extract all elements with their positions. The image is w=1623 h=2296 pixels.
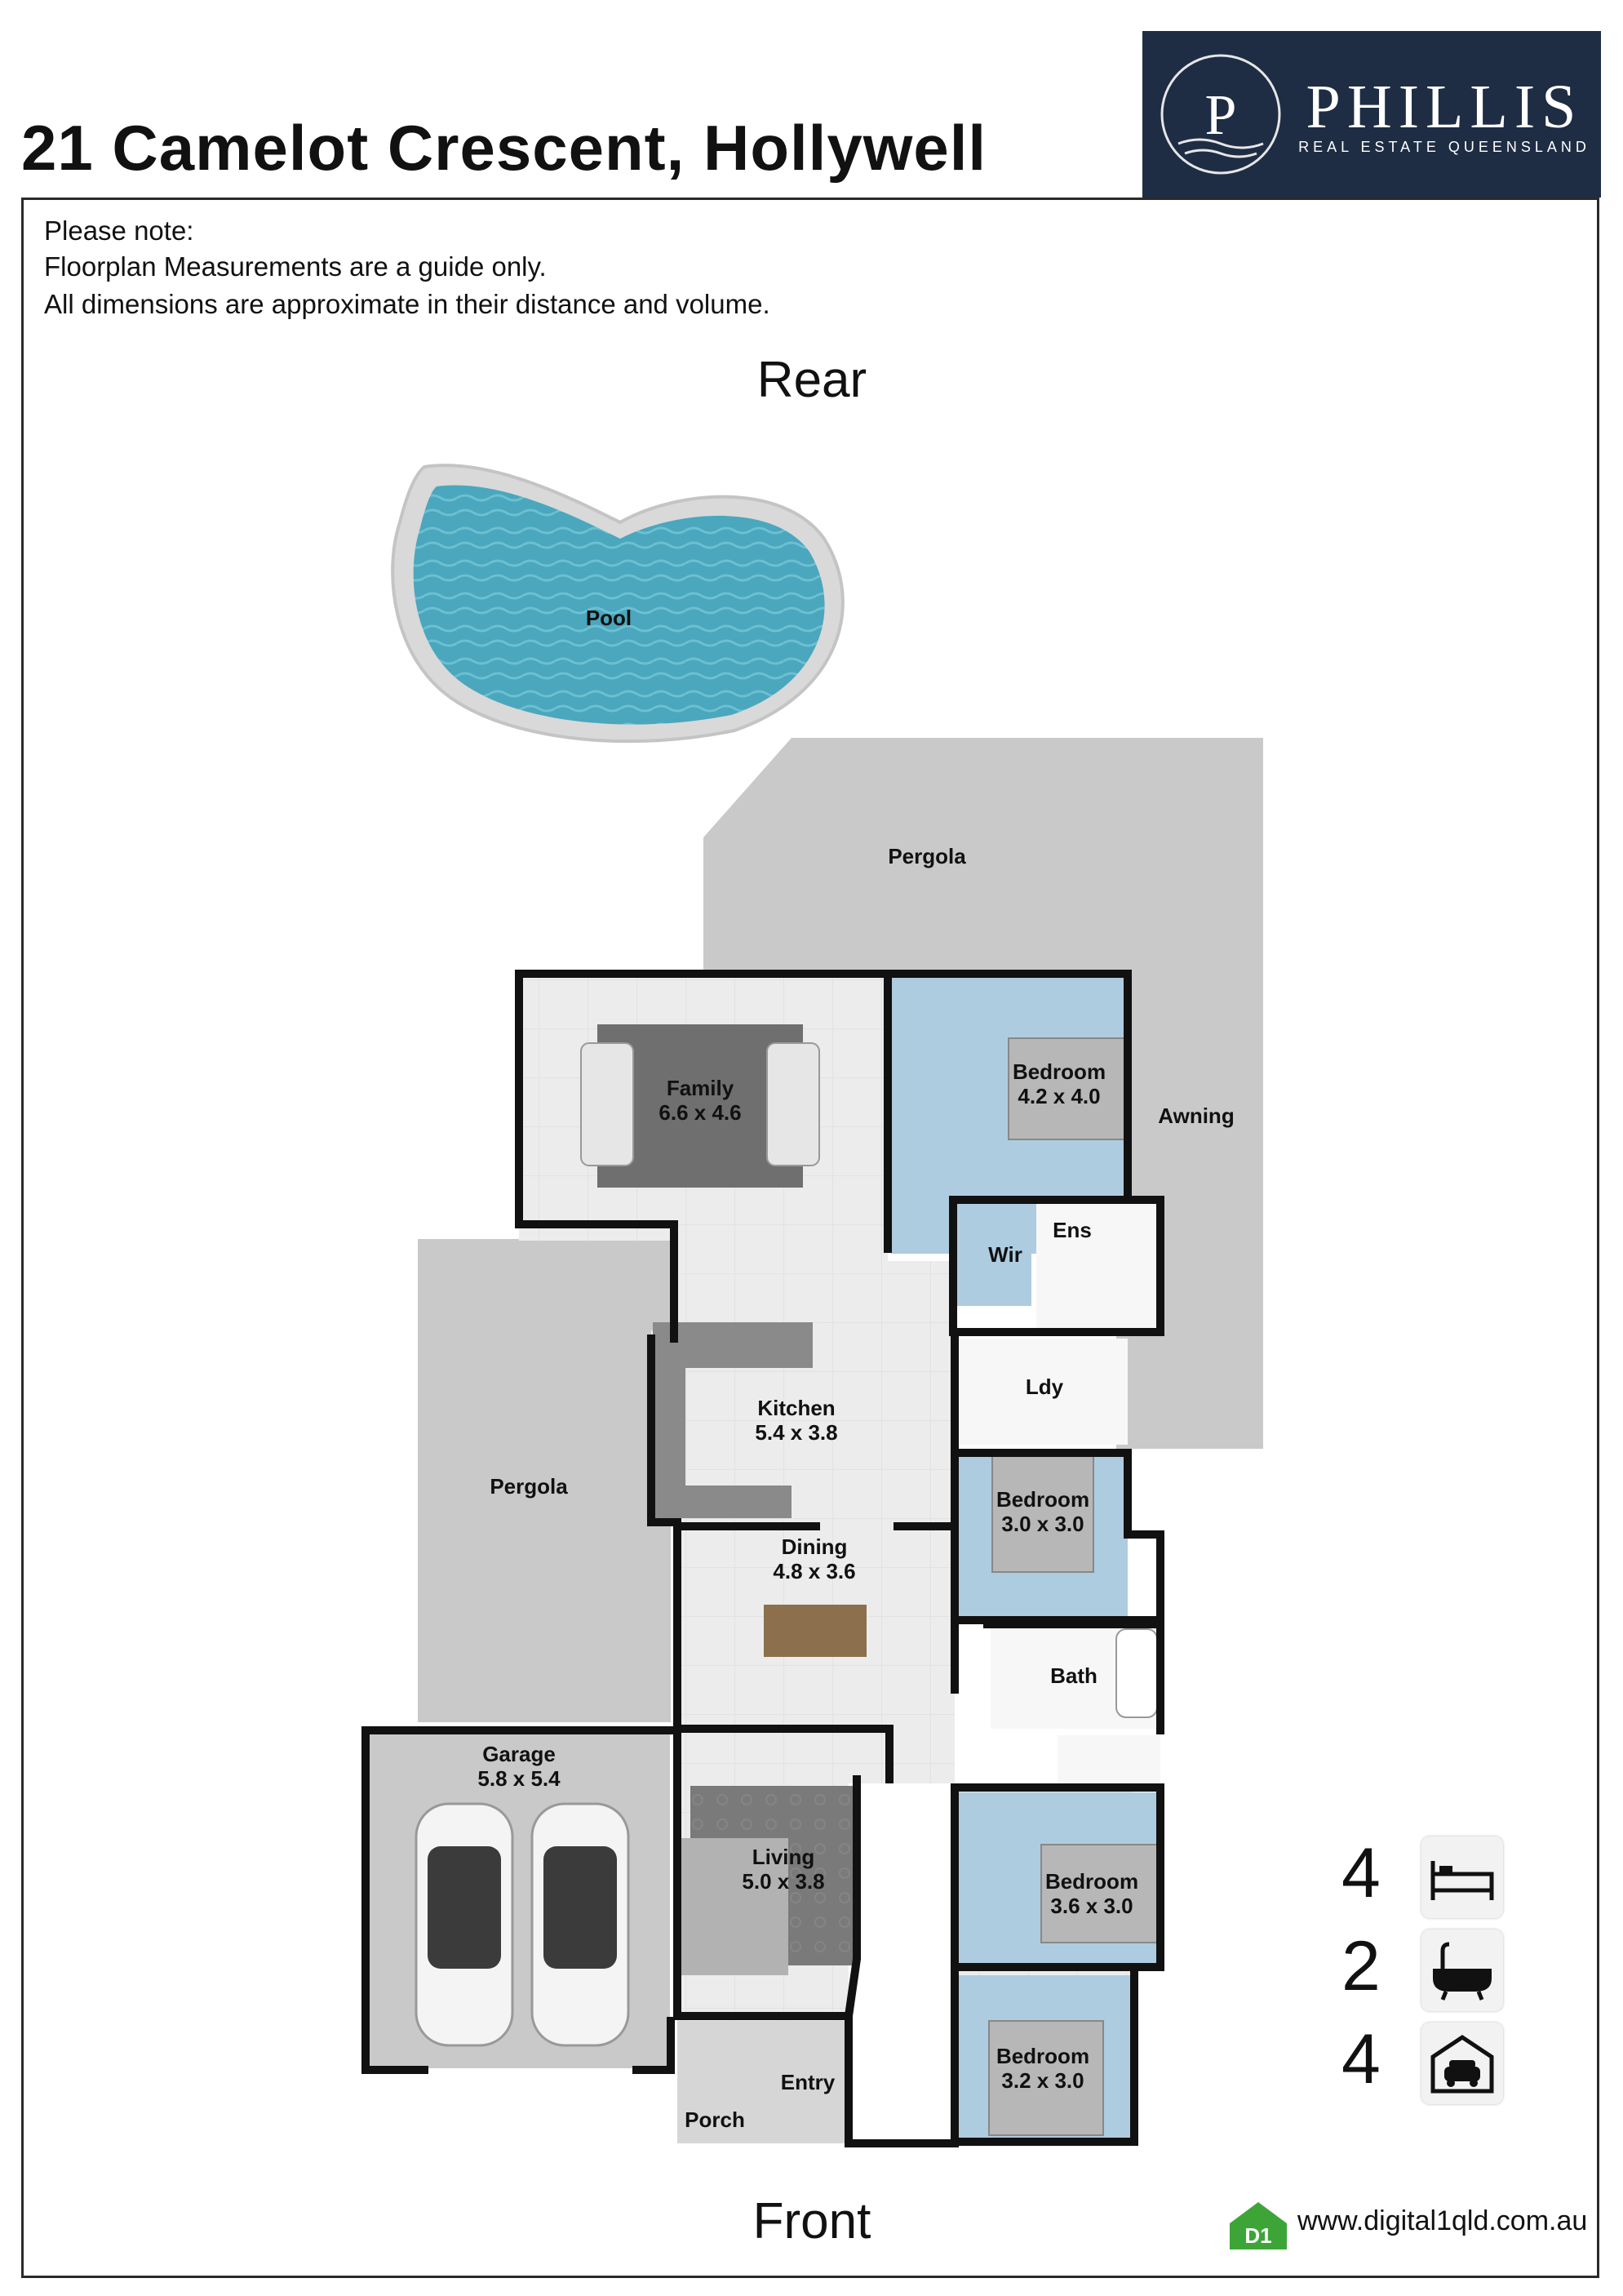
note-heading: Please note:: [44, 215, 194, 246]
bedrooms-count: 4: [1341, 1834, 1381, 1912]
entry-label: Entry: [781, 2070, 836, 2094]
kitchen-bench-bottom: [653, 1486, 792, 1518]
wall-entry: [845, 2012, 959, 2147]
living-label: Living: [752, 1845, 815, 1869]
bedroom-3-label: Bedroom: [1045, 1869, 1138, 1894]
agency-name: PHILLIS: [1306, 73, 1583, 141]
bedroom-main-label: Bedroom: [1013, 1059, 1106, 1084]
living-size: 5.0 x 3.8: [742, 1869, 824, 1894]
note-line-2: All dimensions are approximate in their …: [44, 289, 770, 319]
d1-logo-text: D1: [1244, 2223, 1271, 2248]
garage-size: 5.8 x 5.4: [477, 1766, 561, 1791]
wall-bed3: [951, 1783, 1164, 1971]
wall-ens: [949, 1196, 1164, 1336]
bedroom-2-label: Bedroom: [996, 1487, 1089, 1512]
awning-label: Awning: [1158, 1104, 1234, 1128]
agency-tagline: REAL ESTATE QUEENSLAND: [1298, 139, 1590, 155]
wir-label: Wir: [988, 1242, 1022, 1267]
pool-label: Pool: [586, 606, 632, 630]
dining-table: [764, 1605, 867, 1657]
kitchen-size: 5.4 x 3.8: [755, 1420, 837, 1445]
dining-label: Dining: [782, 1534, 848, 1559]
pergola-side-label: Pergola: [490, 1474, 568, 1499]
website-link[interactable]: www.digital1qld.com.au: [1297, 2205, 1588, 2236]
ens-area: [1036, 1203, 1159, 1330]
wall-garage: [361, 1726, 675, 2074]
d1-logo: D1: [1226, 2199, 1290, 2253]
wall-bed4: [951, 1968, 1138, 2146]
bed-4: [988, 2020, 1104, 2136]
plan-frame: [21, 198, 1599, 2278]
garage-label: Garage: [482, 1742, 556, 1766]
bed-3: [1040, 1844, 1160, 1943]
rear-label: Rear: [756, 352, 867, 408]
wall-bath: [983, 1620, 1164, 1734]
pergola-rear-label: Pergola: [888, 844, 966, 868]
wall-living: [673, 1725, 894, 2020]
front-label: Front: [752, 2193, 871, 2249]
bath-label: Bath: [1050, 1663, 1098, 1688]
bedroom-main-size: 4.2 x 4.0: [1018, 1084, 1100, 1108]
logo-initial: P: [1205, 84, 1237, 147]
kitchen-label: Kitchen: [757, 1396, 835, 1420]
bed-icon: [1421, 1836, 1503, 1918]
porch-label: Porch: [685, 2107, 745, 2132]
sofa-left: [580, 1042, 634, 1166]
bathrooms-count: 2: [1341, 1927, 1381, 2005]
bathtub-icon: [1421, 1930, 1503, 2011]
bedroom-2-size: 3.0 x 3.0: [1001, 1512, 1084, 1536]
garage-car-icon: [1421, 2023, 1503, 2104]
bedroom-3-size: 3.6 x 3.0: [1050, 1894, 1133, 1918]
wall-kitchen-left: [647, 1335, 681, 2020]
bathtub: [1115, 1628, 1158, 1718]
toilet-area: [1058, 1735, 1160, 1786]
ldy-label: Ldy: [1026, 1374, 1064, 1399]
bedroom-4-size: 3.2 x 3.0: [1001, 2068, 1084, 2093]
wall-left-upper: [515, 970, 678, 1343]
family-label: Family: [667, 1076, 734, 1100]
wir-area: [956, 1203, 1031, 1306]
agency-logo: P PHILLIS REAL ESTATE QUEENSLAND: [1142, 31, 1601, 198]
dining-size: 4.8 x 3.6: [773, 1559, 855, 1583]
ens-label: Ens: [1053, 1218, 1092, 1242]
family-size: 6.6 x 4.6: [659, 1100, 741, 1125]
sofa-right: [766, 1042, 820, 1166]
living-sofa: [674, 1838, 788, 1975]
pergola-side-area: [418, 1239, 671, 1722]
parking-count: 4: [1341, 2020, 1381, 2098]
property-address: 21 Camelot Crescent, Hollywell: [21, 112, 987, 184]
pool-water: [413, 485, 825, 725]
bedroom-4-label: Bedroom: [996, 2044, 1089, 2068]
porch-area: [677, 2021, 847, 2143]
bed-main: [1008, 1037, 1127, 1140]
note-line-1: Floorplan Measurements are a guide only.: [44, 251, 547, 282]
ldy-area: [956, 1339, 1128, 1445]
wall-bedroom-main: [884, 970, 1132, 1204]
